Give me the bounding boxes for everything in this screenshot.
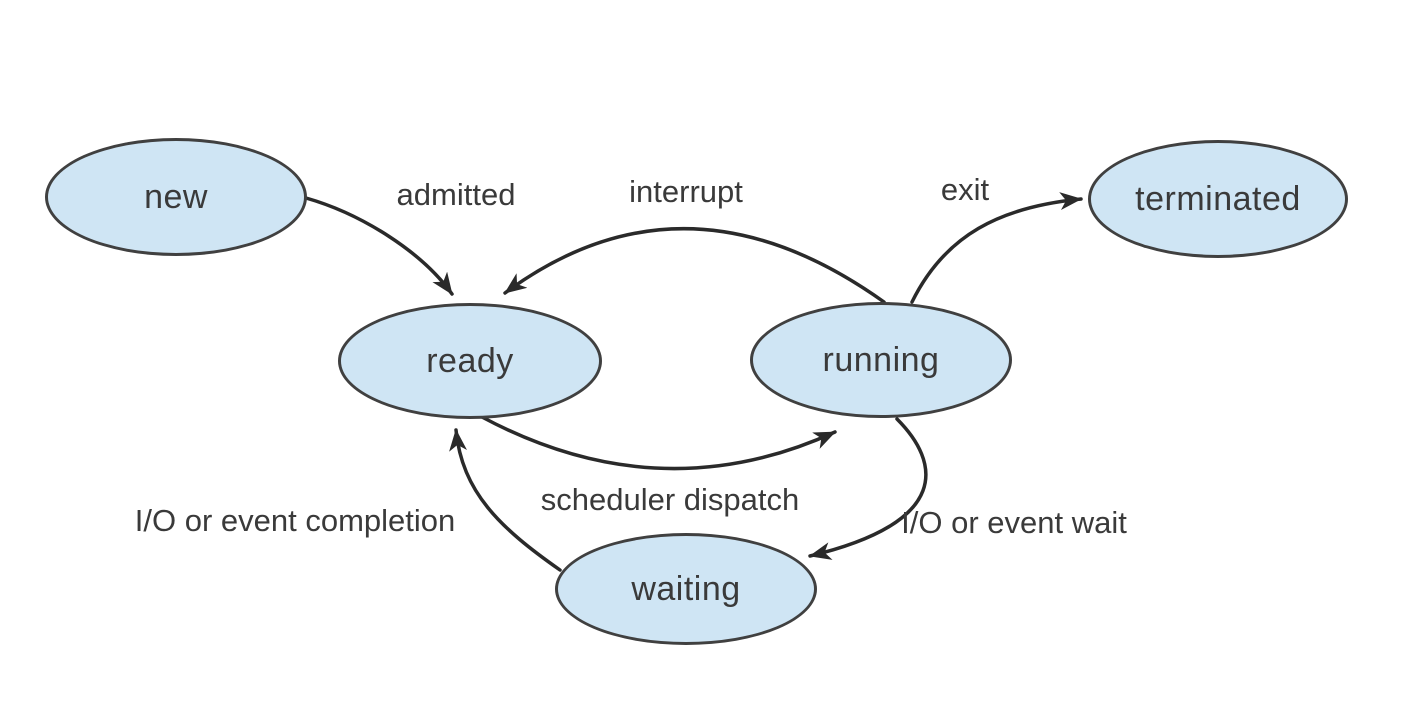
- transition-interrupt-arrow: [503, 226, 886, 304]
- transition-label-exit: exit: [940, 172, 990, 207]
- transition-label-io-or-event-wait: I/O or event wait: [901, 505, 1127, 540]
- state-terminated: terminated: [1088, 140, 1348, 258]
- state-label-terminated: terminated: [1135, 179, 1301, 218]
- state-label-running: running: [822, 340, 940, 379]
- transition-label-interrupt: interrupt: [629, 174, 743, 209]
- state-ready: ready: [338, 303, 602, 419]
- transition-scheduler-dispatch-arrow: [480, 415, 837, 471]
- transition-label-scheduler-dispatch: scheduler dispatch: [540, 482, 800, 517]
- transition-exit-arrow: [910, 192, 1083, 304]
- transition-label-admitted: admitted: [396, 177, 516, 212]
- state-running: running: [750, 302, 1012, 418]
- state-new: new: [45, 138, 307, 256]
- state-label-new: new: [144, 177, 208, 216]
- state-label-ready: ready: [426, 341, 514, 380]
- state-label-waiting: waiting: [631, 569, 741, 608]
- state-waiting: waiting: [555, 533, 817, 645]
- transition-label-io-or-event-completion: I/O or event completion: [134, 503, 456, 538]
